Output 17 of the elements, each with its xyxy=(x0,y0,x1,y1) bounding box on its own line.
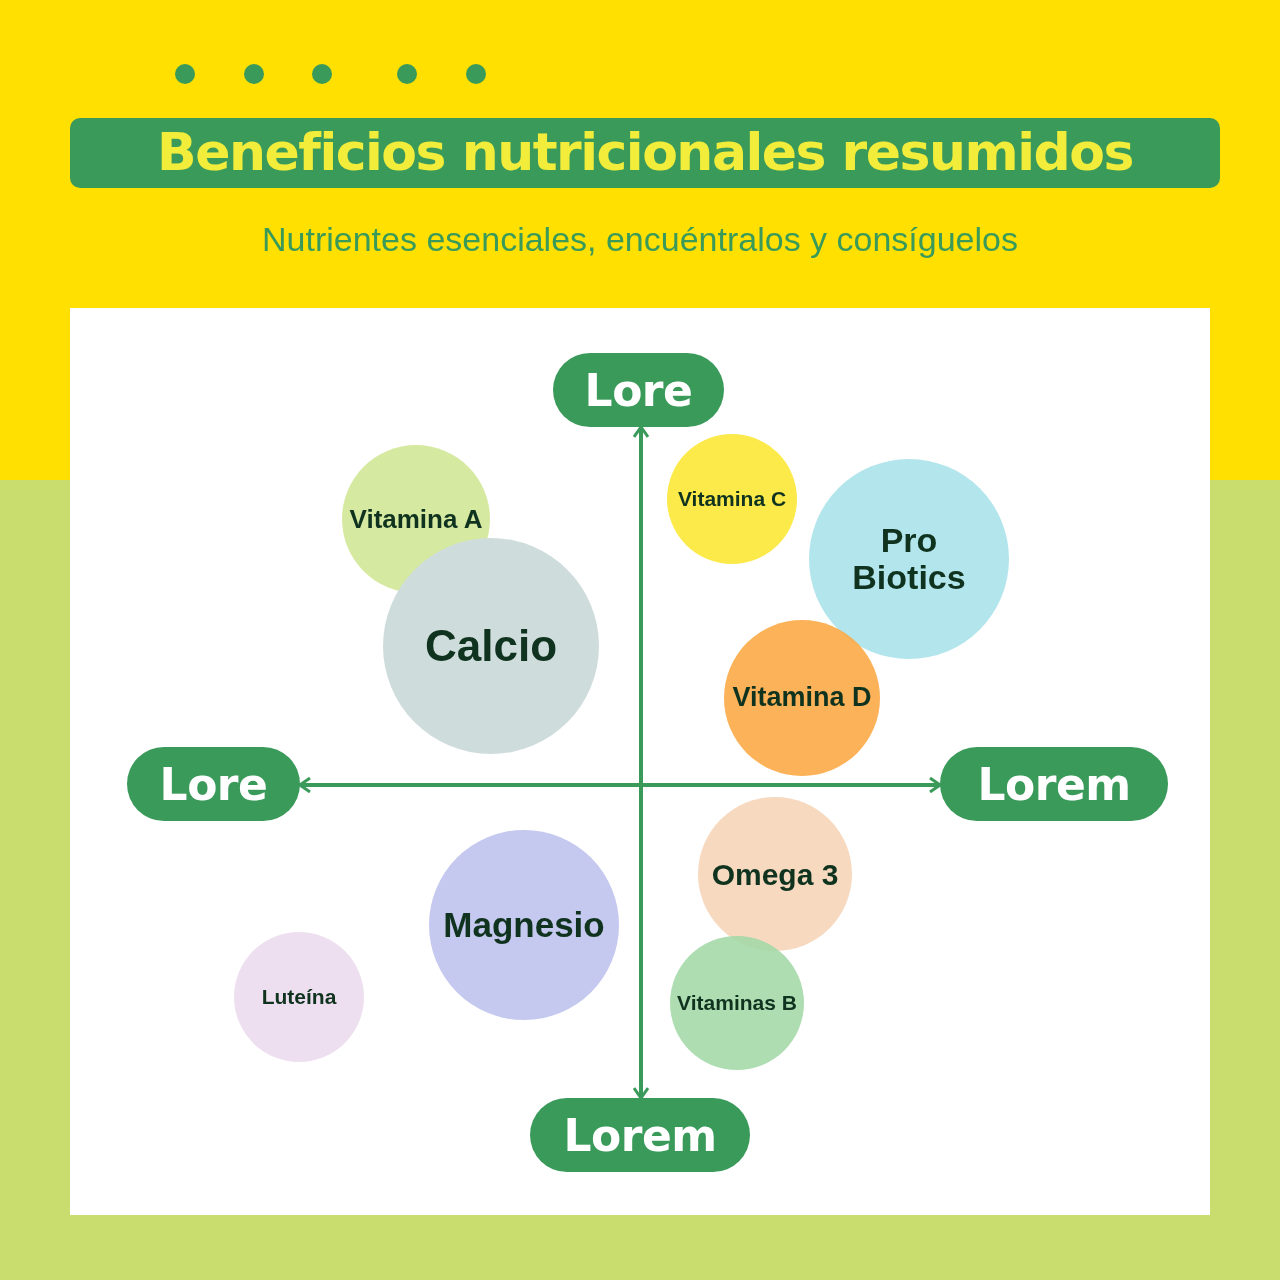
nutrient-label: Omega 3 xyxy=(711,857,839,891)
nutrient-label: Vitamina C xyxy=(677,487,787,511)
nutrient-label: Luteína xyxy=(261,985,337,1009)
nutrient-label: Vitaminas B xyxy=(677,991,797,1015)
subtitle: Nutrientes esenciales, encuéntralos y consíguelos xyxy=(261,220,1019,259)
nutrient-label: Pro Biotics xyxy=(851,521,967,597)
title: Beneficios nutricionales resumidos xyxy=(70,118,1220,188)
nutrient-label: Calcio xyxy=(424,621,557,671)
axis-label: Lorem xyxy=(563,1109,717,1161)
axis-label: Lorem xyxy=(977,758,1131,810)
nutrient-label: Vitamina A xyxy=(349,504,483,534)
nutrient-label: Vitamina D xyxy=(732,683,872,713)
axis-arrow xyxy=(298,776,942,794)
nutrient-label: Magnesio xyxy=(443,905,605,945)
axis-label: Lore xyxy=(584,364,693,416)
axis-arrow xyxy=(632,425,650,1100)
axis-label: Lore xyxy=(159,758,268,810)
